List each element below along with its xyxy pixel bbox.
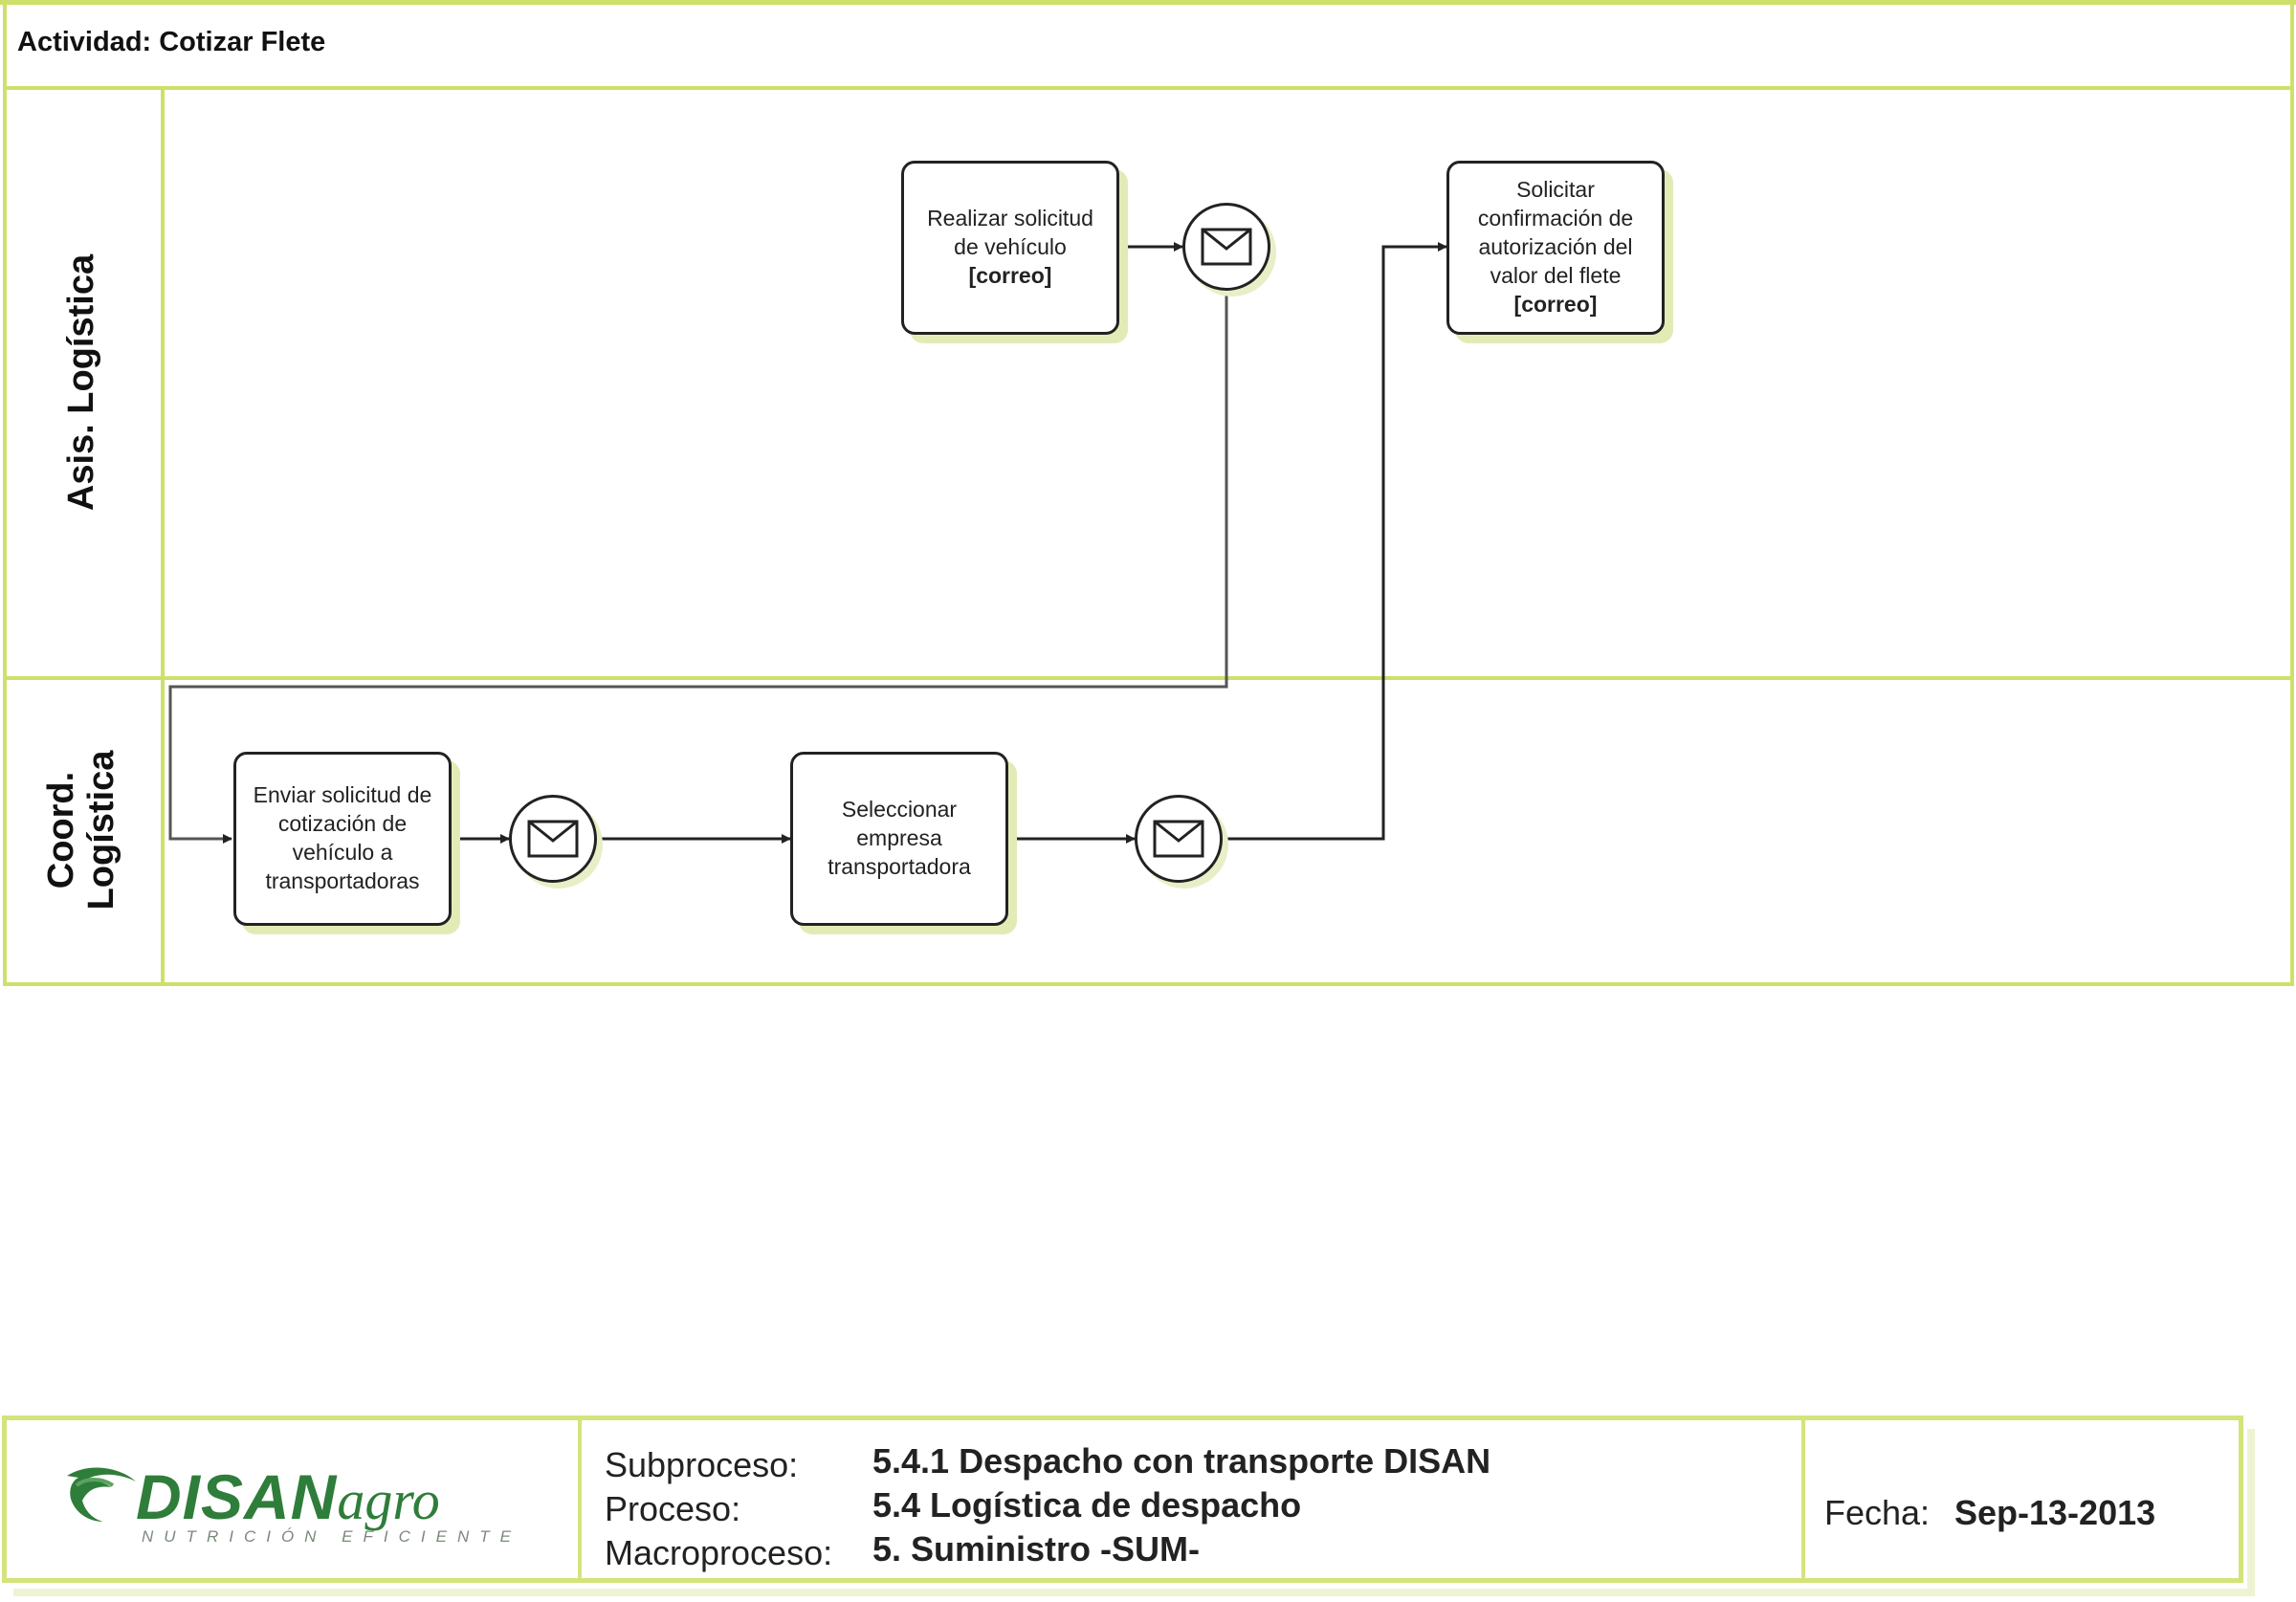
task-solicitar-line2: confirmación de [1477,206,1634,231]
disan-agro-logo: DISANagro NUTRICIÓN EFICIENTE [59,1459,538,1554]
task-realizar-solicitud-vehiculo[interactable]: Realizar solicitud de vehículo [correo] [901,161,1119,335]
activity-title: Actividad: Cotizar Flete [17,27,326,57]
message-event-1[interactable] [1182,203,1270,291]
task-seleccionar-line2: empresa [856,825,942,851]
envelope-icon [1201,228,1252,266]
task-solicitar-line1: Solicitar [1516,177,1595,203]
leaf-swoosh-icon [67,1467,136,1522]
task-seleccionar-line3: transportadora [828,853,971,879]
task-solicitar-tag: [correo] [1513,291,1598,317]
flow-event-to-solicitar [1225,242,1447,841]
lane-divider [3,676,2294,680]
footer-shadow [13,1429,2255,1596]
footer-separator-left [578,1420,582,1578]
task-solicitar-line4: valor del flete [1490,262,1622,288]
task-enviar-line4: transportadoras [265,867,420,893]
footer-separator-right [1801,1420,1805,1578]
macroproceso-value: 5. Suministro -SUM- [872,1529,1201,1569]
macroproceso-label: Macroproceso: [605,1533,833,1572]
task-enviar-line2: cotización de [277,811,408,837]
fecha-value: Sep-13-2013 [1954,1493,2156,1532]
logo-brand: DISAN [136,1461,338,1532]
task-enviar-line3: vehículo a [292,840,393,865]
proceso-value: 5.4 Logística de despacho [872,1485,1302,1525]
task-solicitar-confirmacion[interactable]: Solicitar confirmación de autorización d… [1446,161,1665,335]
frame-top-border [0,0,2296,5]
task-solicitar-line3: autorización del [1478,234,1633,260]
frame-bottom-border [3,982,2294,986]
task-enviar-line1: Enviar solicitud de [253,782,432,808]
task-realizar-tag: [correo] [968,262,1052,288]
lane-label-column-divider [161,86,165,986]
frame-right-border [2290,0,2294,986]
subproceso-label: Subproceso: [605,1445,799,1484]
footer: DISANagro NUTRICIÓN EFICIENTE Subproceso… [2,1415,2243,1583]
message-event-3[interactable] [1135,795,1223,883]
envelope-icon [527,820,579,858]
envelope-icon [1153,820,1204,858]
task-enviar-solicitud-cotizacion[interactable]: Enviar solicitud de cotización de vehícu… [233,752,452,926]
task-seleccionar-empresa[interactable]: Seleccionar empresa transportadora [790,752,1008,926]
logo-tagline: NUTRICIÓN EFICIENTE [142,1527,521,1546]
task-realizar-line2: de vehículo [954,234,1067,260]
proceso-label: Proceso: [605,1489,741,1528]
flow-event-to-enviar [168,291,1228,844]
task-seleccionar-line1: Seleccionar [841,797,958,823]
logo-suffix: agro [337,1469,440,1531]
frame-left-border [3,0,7,986]
fecha-label: Fecha: [1824,1493,1931,1532]
flow-connectors [168,242,1447,844]
subproceso-value: 5.4.1 Despacho con transporte DISAN [872,1441,1491,1481]
message-event-2[interactable] [509,795,597,883]
task-realizar-line1: Realizar solicitud [927,206,1093,231]
header-divider [3,86,2294,90]
